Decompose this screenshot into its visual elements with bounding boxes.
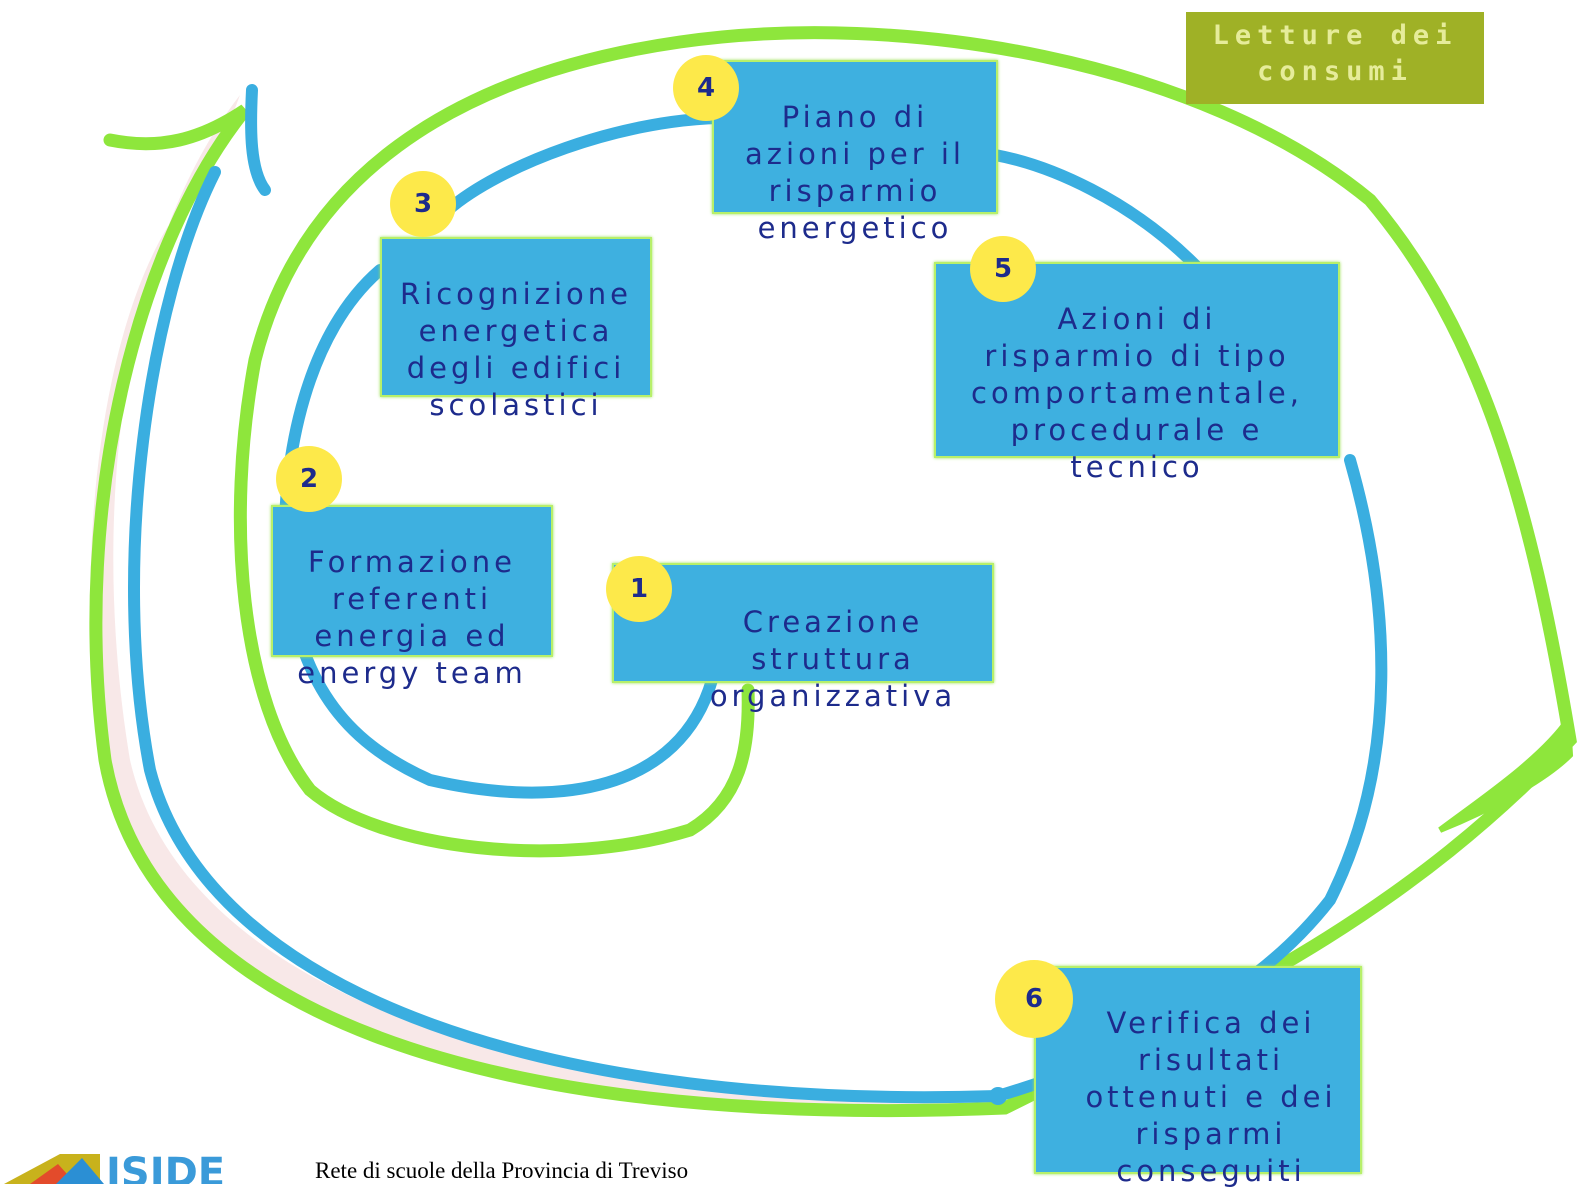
step-3-box: Ricognizione energetica degli edifici sc… [380,237,652,422]
iside-logo-graphic: ISIDE [0,1150,290,1184]
step-6-label: Verifica dei risultati ottenuti e dei ri… [1085,1006,1337,1188]
step-5-label: Azioni di risparmio di tipo comportament… [971,302,1303,484]
step-3-label: Ricognizione energetica degli edifici sc… [400,277,632,422]
logo-lettering: ISIDE [106,1150,225,1184]
green-arrowhead [1438,711,1574,833]
step-2-badge: 2 [276,446,342,512]
step-6-badge: 6 [995,960,1073,1038]
step-4-box: Piano di azioni per il risparmio energet… [712,60,998,245]
arrow-fill [90,95,1001,1114]
step-5-box: Azioni di risparmio di tipo comportament… [934,262,1340,484]
step-1-badge: 1 [606,556,672,622]
outer-green-spiral [89,26,1577,1118]
step-4-label: Piano di azioni per il risparmio energet… [745,100,965,245]
step-2-label: Formazione referenti energia ed energy t… [297,545,527,690]
inner-blue-spiral [128,84,1388,1104]
blue-spiral-end-dot [989,1087,1007,1105]
step-4-badge: 4 [673,55,739,121]
step-6-box: Verifica dei risultati ottenuti e dei ri… [1034,966,1362,1188]
step-1-box: Creazione struttura organizzativa [612,563,994,713]
iside-logo: ISIDE [0,1150,290,1184]
step-3-badge: 3 [390,171,456,237]
school-network-caption: Rete di scuole della Provincia di Trevis… [315,1158,689,1183]
consumption-readings-label: Letture dei consumi [1186,12,1484,104]
step-5-badge: 5 [970,236,1036,302]
step-1-label: Creazione struttura organizzativa [709,605,957,713]
step-2-box: Formazione referenti energia ed energy t… [271,505,553,690]
